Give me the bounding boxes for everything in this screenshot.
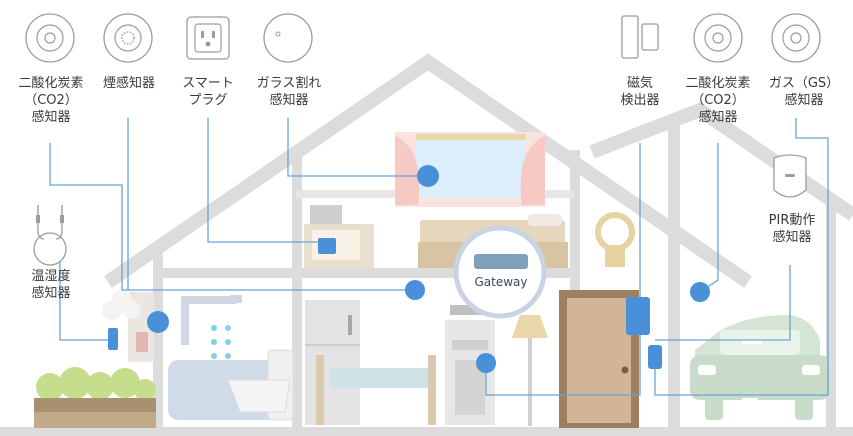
lamp-shade xyxy=(512,315,548,338)
clock-base xyxy=(605,245,625,267)
thermo-probe-icon xyxy=(33,205,67,266)
main-roof xyxy=(104,53,752,288)
second-floor xyxy=(153,268,573,278)
stove-knobs xyxy=(452,340,488,350)
link-smart-plug xyxy=(207,118,322,243)
garage-wall xyxy=(668,120,680,430)
label-smoke: 煙感知器 xyxy=(102,76,155,91)
ground xyxy=(0,427,853,436)
left-wall xyxy=(153,250,163,430)
gateway-badge xyxy=(474,254,528,269)
shrubs xyxy=(36,367,156,401)
door-knob xyxy=(621,366,629,374)
door-magnet-icon xyxy=(621,15,659,59)
connector-smart-plug xyxy=(318,238,336,254)
curtain-rod xyxy=(416,134,526,140)
gateway-label: Gateway xyxy=(474,275,527,289)
link-pir xyxy=(655,265,791,341)
link-temp-humidity xyxy=(59,258,112,341)
car xyxy=(690,315,830,420)
round-sensor-icon xyxy=(25,13,75,63)
link-gas xyxy=(654,118,829,396)
dining-table xyxy=(330,368,430,388)
connector-temp-humidity xyxy=(108,328,118,350)
connectors xyxy=(108,165,710,373)
lamp-pole xyxy=(528,338,532,426)
label-smart-plug: スマート プラグ xyxy=(182,76,234,108)
fence-base xyxy=(34,412,156,428)
round-sensor-icon xyxy=(771,13,821,63)
link-lines xyxy=(49,118,829,396)
chair-left xyxy=(316,355,324,425)
connector-door-magnet xyxy=(626,297,650,335)
label-pir: PIR動作 感知器 xyxy=(768,213,816,245)
pir-sensor-icon xyxy=(773,154,807,198)
curtain-left xyxy=(395,136,420,205)
curtain-right xyxy=(520,136,545,205)
round-sensor-icon xyxy=(103,13,153,63)
chair-right xyxy=(428,355,436,425)
window-glass xyxy=(416,136,526,198)
label-temp-humidity: 温湿度 感知器 xyxy=(31,269,71,301)
round-sensor-icon xyxy=(693,13,743,63)
label-glass-break: ガラス割れ 感知器 xyxy=(256,76,322,108)
pillow xyxy=(528,214,562,226)
shower-pipe xyxy=(181,296,236,345)
outlet-icon xyxy=(186,16,230,60)
label-magnetic: 磁気 検出器 xyxy=(620,76,660,108)
water-drops xyxy=(211,325,231,359)
glass-break-sensor-icon xyxy=(263,13,313,63)
label-co2-left: 二酸化炭素 （CO2） 感知器 xyxy=(18,76,84,125)
link-co2-right xyxy=(699,143,719,293)
sensor-icons xyxy=(25,13,821,266)
fridge-handle xyxy=(348,315,352,335)
furniture xyxy=(34,132,830,428)
label-co2-right: 二酸化炭素 （CO2） 感知器 xyxy=(685,76,751,125)
label-gas: ガス（GS） 感知器 xyxy=(768,76,840,108)
connector-smoke xyxy=(147,311,169,333)
toilet-bowl xyxy=(227,379,291,413)
range-hood xyxy=(450,305,490,315)
fence xyxy=(34,398,156,412)
gateway-ring xyxy=(453,225,547,319)
connector-kitchen xyxy=(476,353,496,373)
connector-co2-left xyxy=(405,280,425,300)
connector-pir xyxy=(648,345,662,369)
garage-right-wall xyxy=(826,200,836,430)
link-glass-break xyxy=(287,118,428,177)
connector-co2-right xyxy=(690,282,710,302)
shelf-books xyxy=(310,205,342,225)
meter-display xyxy=(136,332,148,352)
chimney-smoke xyxy=(102,290,141,320)
link-magnetic xyxy=(485,143,641,396)
connector-glass-break xyxy=(417,165,439,187)
wall-clock xyxy=(595,212,635,252)
door-panel xyxy=(567,298,631,423)
link-co2-left xyxy=(49,143,415,291)
gateway-hub[interactable]: Gateway xyxy=(453,225,547,319)
